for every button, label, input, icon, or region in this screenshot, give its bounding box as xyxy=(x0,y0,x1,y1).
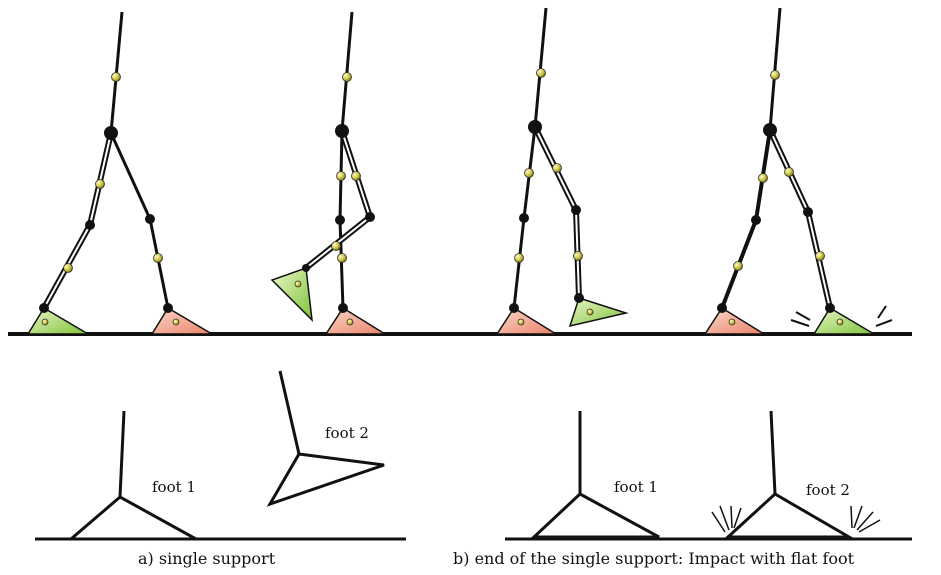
foot-1-label-b: foot 1 xyxy=(614,478,658,496)
schematic-flat-foot-impact xyxy=(505,410,912,541)
foot-2-label-b: foot 2 xyxy=(806,481,850,499)
caption-b: b) end of the single support: Impact wit… xyxy=(453,549,855,568)
stance-foot xyxy=(324,306,388,335)
walker-pose-1 xyxy=(26,11,215,335)
walker-pose-4 xyxy=(703,7,893,335)
foot-1-label-a: foot 1 xyxy=(152,478,196,496)
foot-2-label-a: foot 2 xyxy=(325,424,369,442)
swing-foot xyxy=(568,297,629,328)
schematic-single-support xyxy=(35,370,406,541)
foot-2-shape xyxy=(724,492,855,539)
foot-1-shape xyxy=(66,495,197,541)
foot-2-shape xyxy=(266,452,385,507)
stance-foot xyxy=(150,306,215,335)
swing-foot xyxy=(812,306,877,335)
swing-foot xyxy=(270,266,313,323)
swing-foot xyxy=(26,306,91,335)
walker-pose-2 xyxy=(270,11,388,335)
walker-pose-3 xyxy=(495,7,629,335)
stance-foot xyxy=(495,306,559,335)
caption-a: a) single support xyxy=(138,549,276,568)
foot-1-shape xyxy=(530,492,660,539)
